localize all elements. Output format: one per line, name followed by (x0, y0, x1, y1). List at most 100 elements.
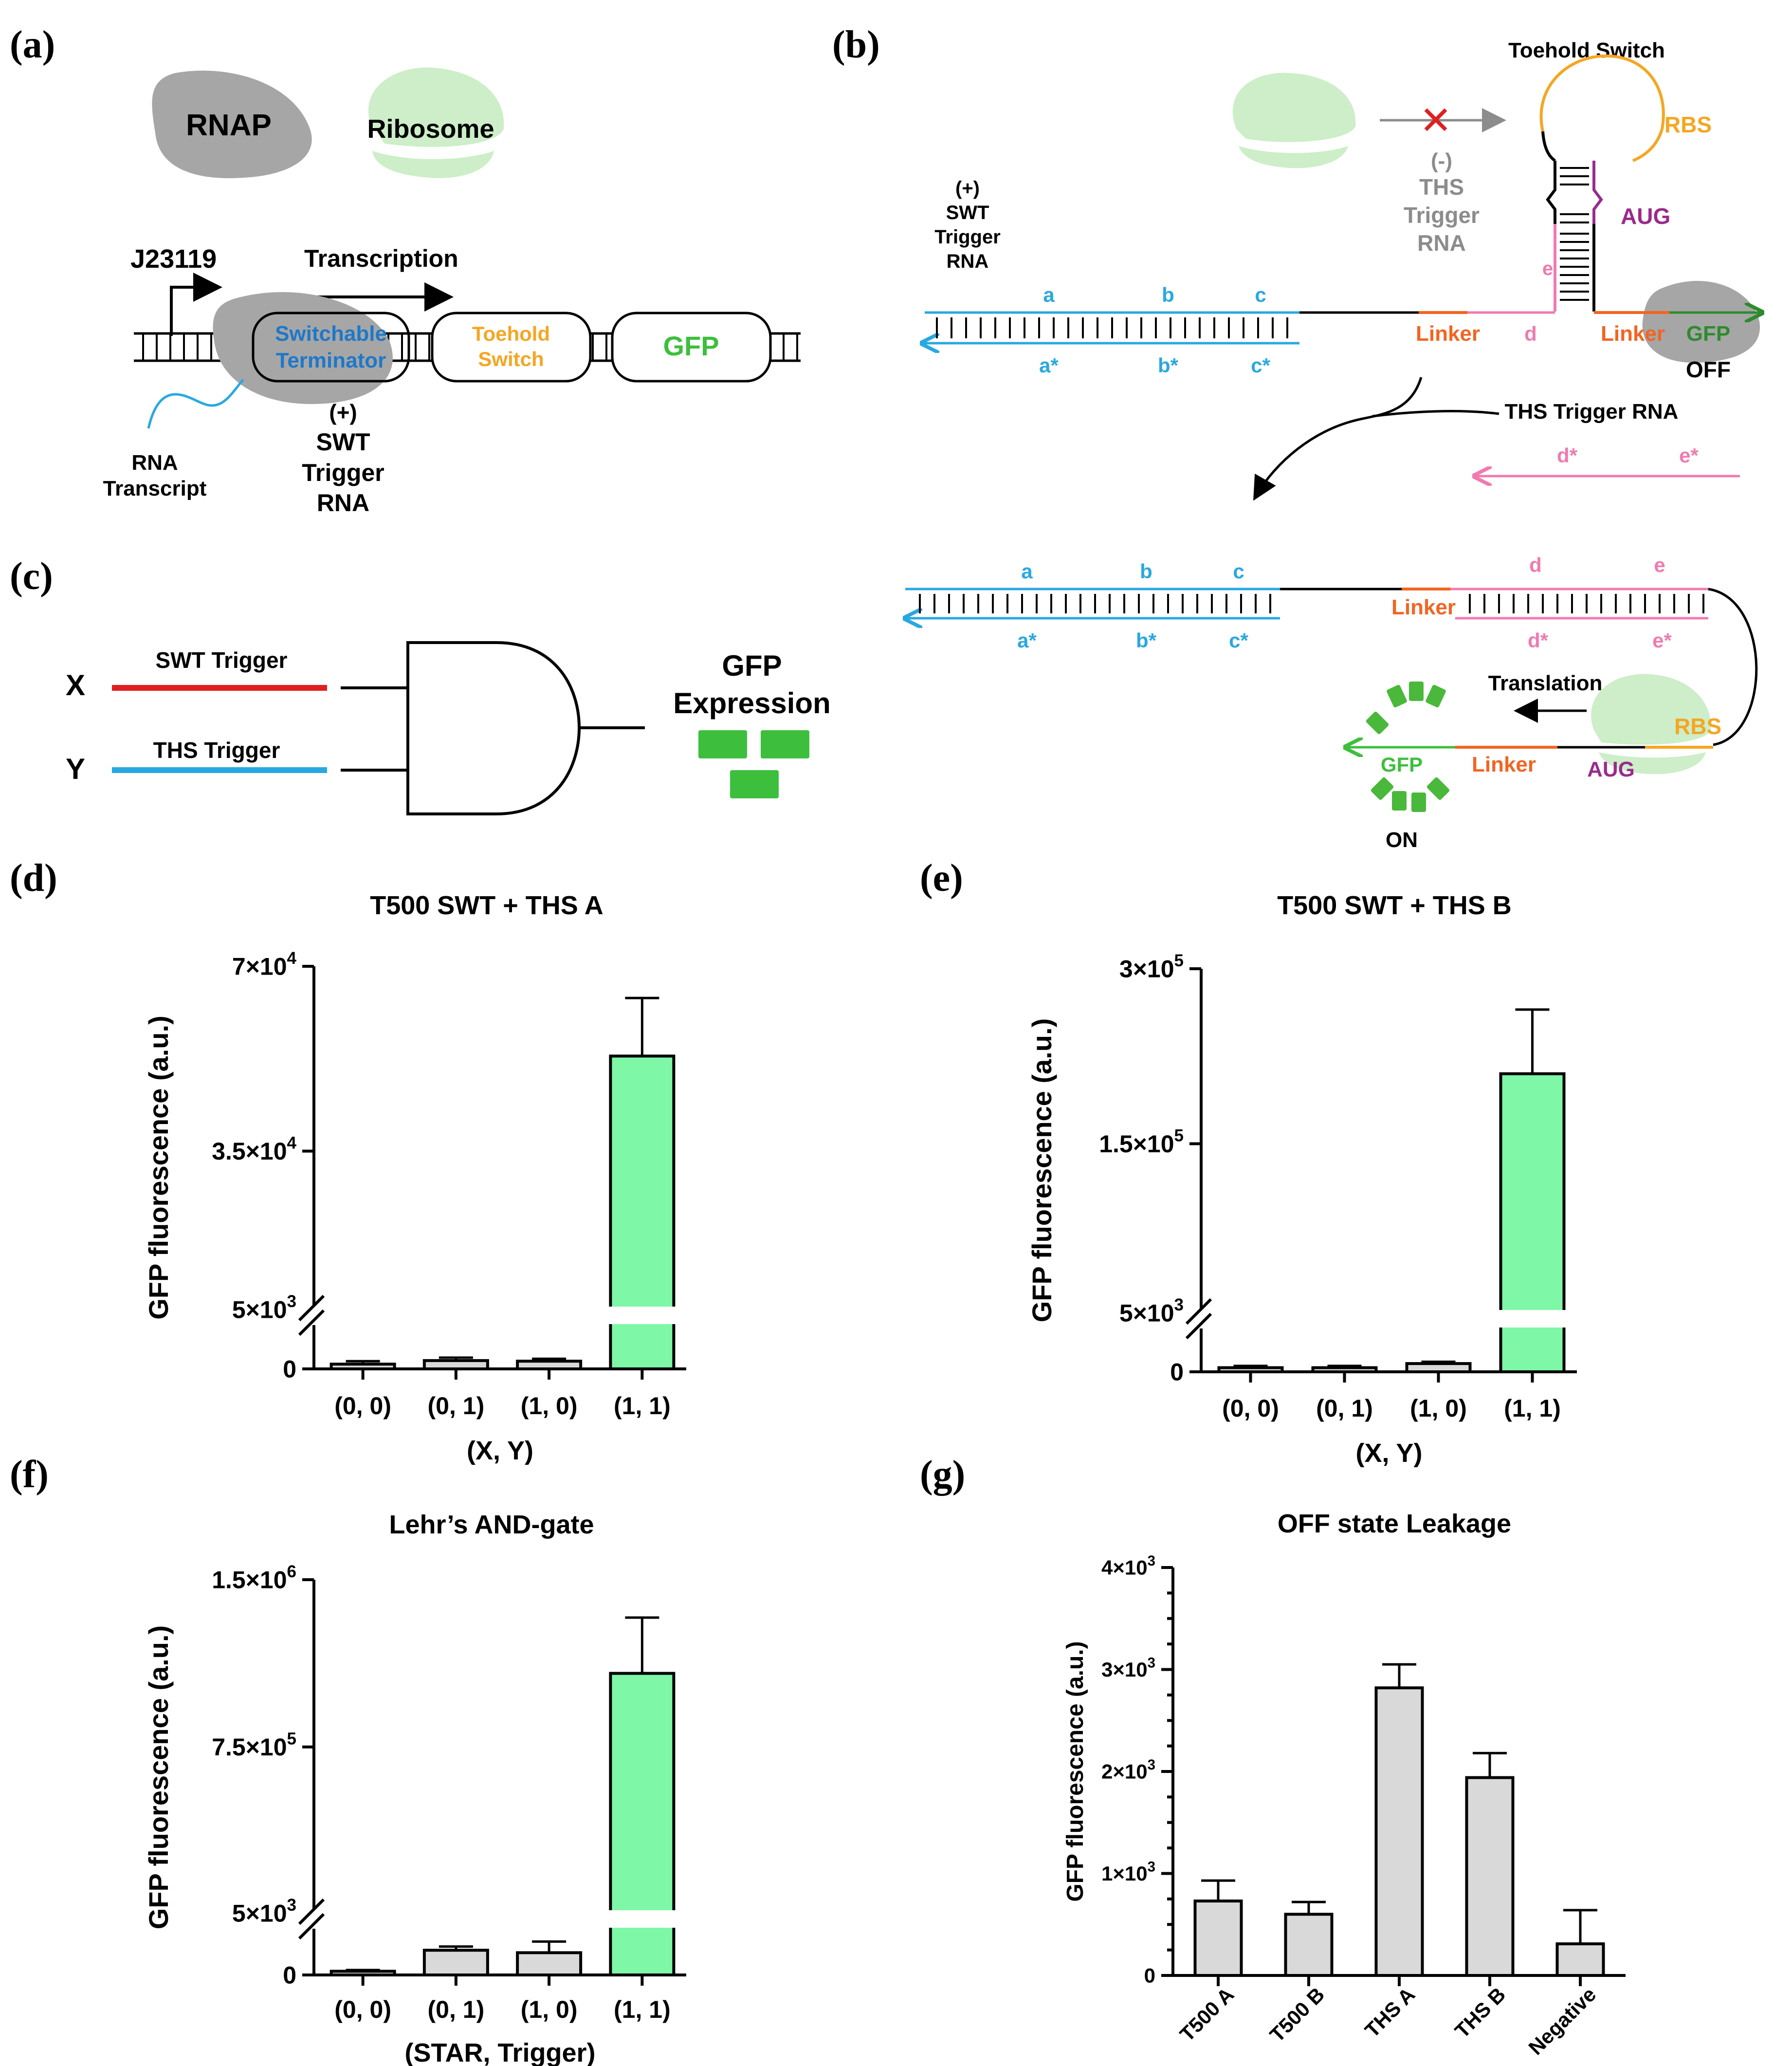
translation-label: Translation (1488, 671, 1603, 695)
gfp-label-off: GFP (1686, 322, 1730, 346)
chart-g-bar (1193, 1900, 1243, 1977)
chart-e-xlabel: (X, Y) (1355, 1439, 1422, 1468)
swt-trigger-line1: (+) (329, 400, 357, 425)
aug-label-top: AUG (1621, 203, 1670, 229)
linker-label-bottom: Linker (1391, 595, 1456, 619)
swt-base-pairs-top (936, 317, 1288, 338)
panel-d-label: (d) (10, 857, 57, 900)
seg-c-bottom: c (1233, 560, 1244, 583)
seg-a-top: a (1043, 283, 1055, 306)
rbs-label-top: RBS (1664, 112, 1712, 137)
minus-ths-line4: RNA (1417, 230, 1466, 256)
chart-g-xtick-label: T500 A (1175, 1983, 1239, 2046)
chart-f-title: Lehr’s AND-gate (389, 1510, 594, 1539)
chart-g-bar (1284, 1913, 1334, 1977)
seg-c-star-bottom: c* (1229, 629, 1248, 652)
seg-c-star-top: c* (1251, 354, 1270, 377)
panel-f-label: (f) (10, 1453, 49, 1496)
chart-f-bar (422, 1949, 489, 1976)
rna-transcript-line2: Transcript (103, 477, 207, 500)
e-label-top: e (1542, 258, 1553, 279)
chart-d-ytick-label: 5×103 (232, 1292, 296, 1324)
seg-b-star-bottom: b* (1136, 629, 1157, 652)
chart-f-xtick-label: (1, 0) (521, 1996, 578, 2023)
chart-d-ylabel: GFP fluorescence (a.u.) (143, 1015, 174, 1319)
rna-transcript-curve (147, 379, 244, 429)
chart-e-ytick-label: 0 (1170, 1359, 1184, 1386)
gfp-box (611, 312, 772, 383)
chart-d-ytick-label: 0 (283, 1356, 296, 1383)
chart-g-ytick-label: 3×103 (1101, 1655, 1155, 1681)
chart-d-xtick-label: (0, 1) (428, 1392, 485, 1420)
chart-f-ylabel: GFP fluorescence (a.u.) (143, 1625, 174, 1929)
panel-b: (b) Toehold Switch ✕ (-) THS Trigger RNA… (832, 23, 1762, 852)
chart-e-ylabel: GFP fluorescence (a.u.) (1026, 1018, 1057, 1322)
ths-label-line1: Toehold (472, 322, 550, 345)
chart-g-xtick-label: THS B (1450, 1983, 1510, 2042)
chart-f-break-mark (298, 1898, 325, 1925)
transcription-label: Transcription (304, 245, 458, 272)
gfp-output-icon (698, 730, 809, 798)
ribosome-small-subunit (372, 151, 494, 178)
swt-trigger-line3: Trigger (302, 459, 384, 486)
swt-label-line1: Switchable (275, 322, 387, 346)
chart-g-title: OFF state Leakage (1278, 1509, 1511, 1538)
ths-trigger-rna-label: THS Trigger RNA (1505, 400, 1679, 424)
chart-d-bar (516, 1360, 583, 1370)
plus-swt-line2: SWT (946, 202, 989, 223)
chart-d-break-mark (298, 1294, 325, 1322)
minus-ths-line1: (-) (1431, 149, 1452, 173)
off-label: OFF (1686, 357, 1731, 382)
aug-label-bottom: AUG (1587, 757, 1635, 781)
gfp-molecules-icon (1366, 682, 1450, 812)
chart-f-ytick-label: 5×103 (232, 1896, 296, 1927)
chart-f-ytick-label: 7.5×105 (212, 1730, 296, 1761)
chart-g-bar (1465, 1776, 1515, 1977)
minus-ths-line3: Trigger (1404, 203, 1480, 228)
chart-d-xtick-label: (1, 1) (614, 1392, 671, 1420)
chart-f-xtick-label: (0, 1) (428, 1996, 485, 2023)
chart-e-bar-break (1498, 1310, 1567, 1328)
chart-d-bar (329, 1363, 396, 1370)
chart-g-ytick-label: 1×103 (1101, 1859, 1155, 1885)
seg-b-top: b (1162, 283, 1174, 306)
chart-d-ytick-label: 3.5×104 (212, 1134, 296, 1165)
ribosome-label: Ribosome (367, 114, 494, 144)
swt-trigger-line2: SWT (316, 428, 370, 456)
chart-d-ytick-label: 7×104 (232, 949, 297, 980)
block-cross-icon: ✕ (1419, 98, 1452, 143)
chart-f-bar (329, 1970, 396, 1976)
e-star-label-mid: e* (1679, 444, 1699, 467)
chart-d-xlabel: (X, Y) (467, 1436, 533, 1465)
panel-a-label: (a) (10, 23, 55, 66)
rnap-label: RNAP (186, 109, 272, 142)
chart-e-bar (1405, 1362, 1472, 1374)
chart-e-xtick-label: (1, 1) (1504, 1395, 1561, 1422)
chart-e-ytick-label: 1.5×105 (1099, 1126, 1184, 1158)
hairpin-base-pairs (1560, 167, 1589, 301)
d-star-label-bottom: d* (1528, 629, 1549, 652)
ribosome-top-large (1232, 73, 1356, 142)
swt-trigger-label: SWT Trigger (156, 647, 288, 673)
seg-b-star-top: b* (1158, 354, 1179, 377)
panel-a: (a) RNAP Ribosome J23119 Transcription S… (10, 23, 801, 516)
chart-f-xtick-label: (1, 1) (614, 1996, 671, 2023)
rna-transcript-line1: RNA (131, 451, 178, 475)
ribosome-top-small (1239, 146, 1348, 168)
chart-g-bar (1555, 1942, 1605, 1977)
chart-f-xlabel: (STAR, Trigger) (404, 2038, 595, 2066)
chart-f-ytick-label: 0 (283, 1962, 296, 1989)
gfp-expression-line2: Expression (673, 687, 830, 719)
input-y-label: Y (66, 753, 85, 785)
chart-f-ytick-label: 1.5×106 (212, 1562, 296, 1594)
gfp-label-on: GFP (1381, 753, 1423, 776)
d-label-top: d (1524, 322, 1537, 345)
e-label-bottom: e (1654, 553, 1665, 576)
chart-f-bar (516, 1951, 583, 1977)
seg-a-bottom: a (1021, 560, 1033, 583)
e-star-label-bottom: e* (1652, 629, 1672, 652)
chart-e-ytick-label: 5×103 (1119, 1295, 1184, 1327)
chart-g-ytick-label: 0 (1144, 1964, 1155, 1987)
